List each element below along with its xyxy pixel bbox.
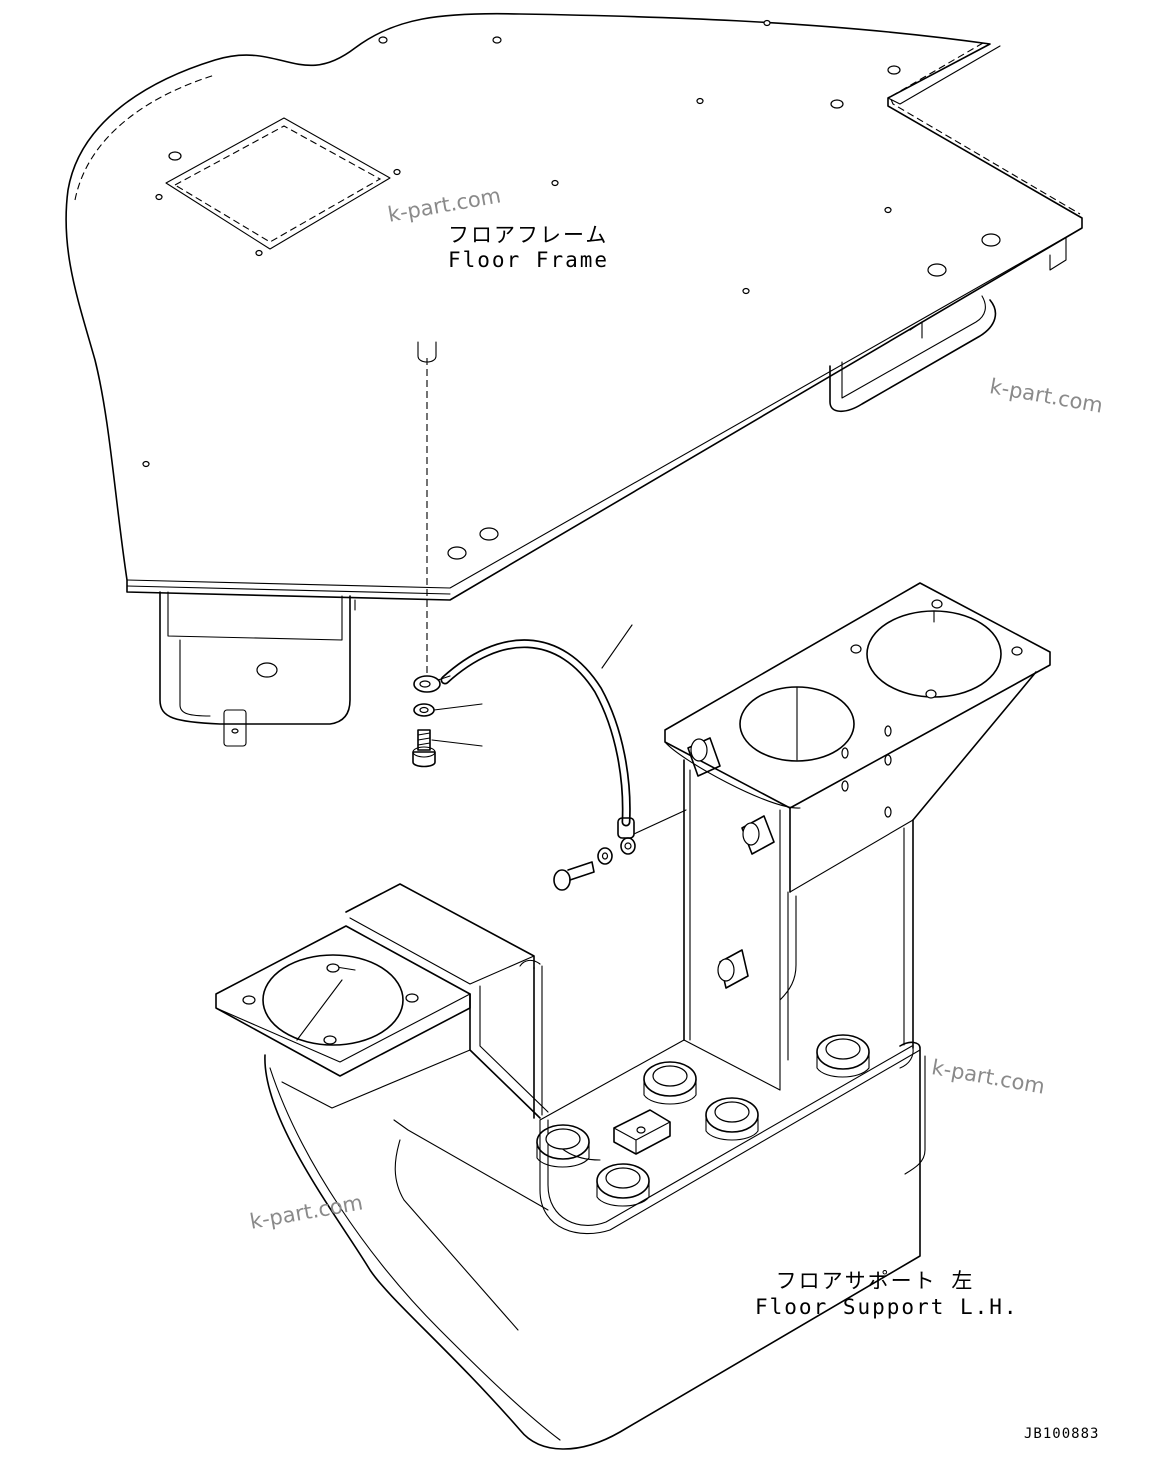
leader-lines [431,624,687,835]
bolt-centerline [417,341,437,675]
floor-frame-holes [142,19,1001,560]
floor-support-label-jp: フロアサポート 左 [775,1269,975,1293]
washer-bolt-upper [412,703,436,768]
floor-frame [65,12,1083,747]
floor-support-label-en: Floor Support L.H. [755,1295,1019,1319]
washer-bolt-lower [553,847,613,891]
floor-frame-label-jp: フロアフレーム [448,223,609,247]
floor-support-bosses [536,1034,870,1207]
drawing-code: JB100883 [1024,1426,1100,1442]
floor-support-column-right [664,582,1051,1091]
floor-support-base [215,883,926,1450]
floor-frame-label-en: Floor Frame [448,248,610,272]
ground-cable [413,639,636,855]
